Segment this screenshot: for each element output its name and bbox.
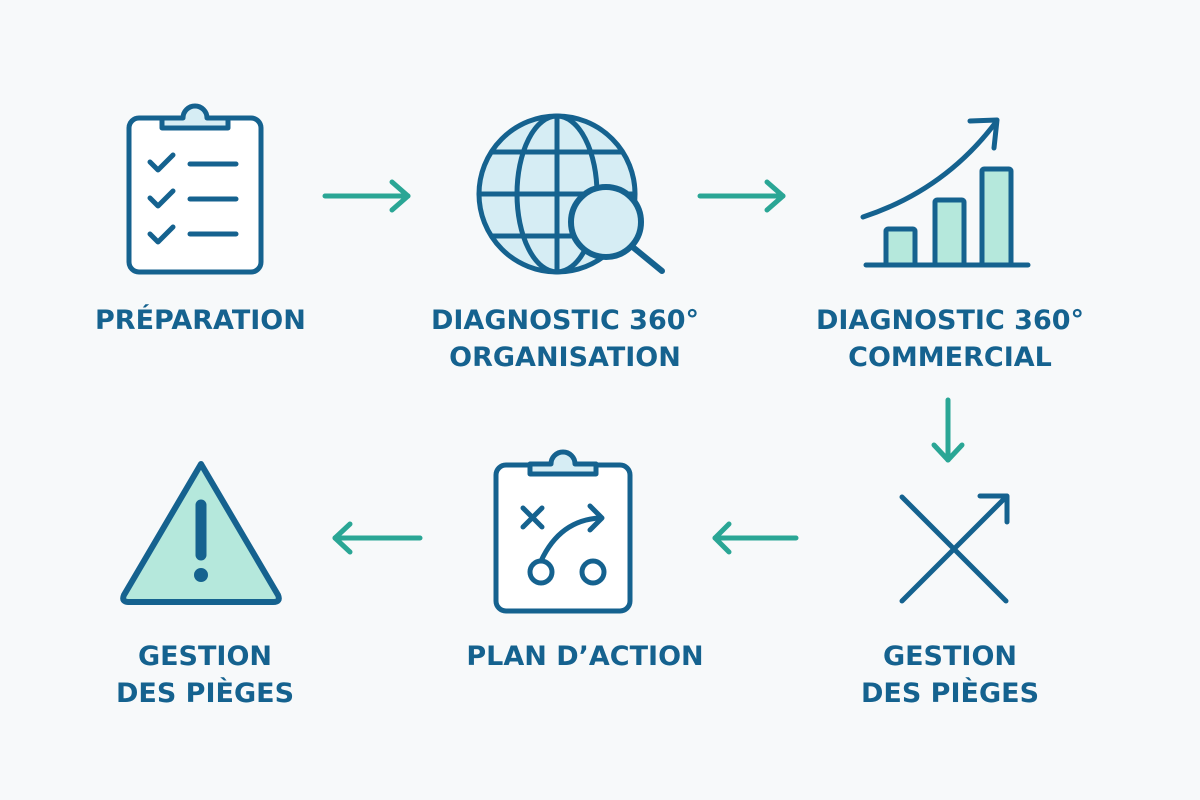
- arrow-right-icon: [322, 179, 411, 213]
- step-label: GESTION DES PIÈGES: [95, 638, 315, 712]
- label-line: PRÉPARATION: [95, 305, 306, 336]
- step-label: DIAGNOSTIC 360° ORGANISATION: [430, 302, 700, 376]
- arrow-down-icon: [931, 397, 965, 463]
- step-label: PLAN D’ACTION: [450, 638, 720, 675]
- label-line: DIAGNOSTIC 360°: [430, 305, 700, 336]
- label-line: DES PIÈGES: [115, 678, 295, 709]
- bar-chart-growth-icon: [860, 117, 1031, 268]
- label-line: GESTION: [137, 641, 273, 672]
- step-label: DIAGNOSTIC 360° COMMERCIAL: [810, 302, 1090, 376]
- label-line: GESTION: [882, 641, 1018, 672]
- label-line: ORGANISATION: [449, 342, 681, 373]
- step-label: GESTION DES PIÈGES: [840, 638, 1060, 712]
- arrow-right-icon: [697, 179, 786, 213]
- label-line: COMMERCIAL: [848, 342, 1052, 373]
- label-line: DIAGNOSTIC 360°: [815, 305, 1085, 336]
- label-line: DES PIÈGES: [860, 678, 1040, 709]
- step-label: PRÉPARATION: [95, 302, 306, 339]
- clipboard-checklist-icon: [126, 103, 264, 275]
- arrow-left-icon: [712, 521, 799, 555]
- arrow-left-icon: [332, 521, 423, 555]
- clipboard-strategy-icon: [493, 449, 633, 614]
- globe-magnifier-icon: [476, 113, 665, 275]
- label-line: PLAN D’ACTION: [466, 641, 704, 672]
- crossing-arrows-icon: [899, 493, 1010, 604]
- warning-triangle-icon: [120, 461, 282, 605]
